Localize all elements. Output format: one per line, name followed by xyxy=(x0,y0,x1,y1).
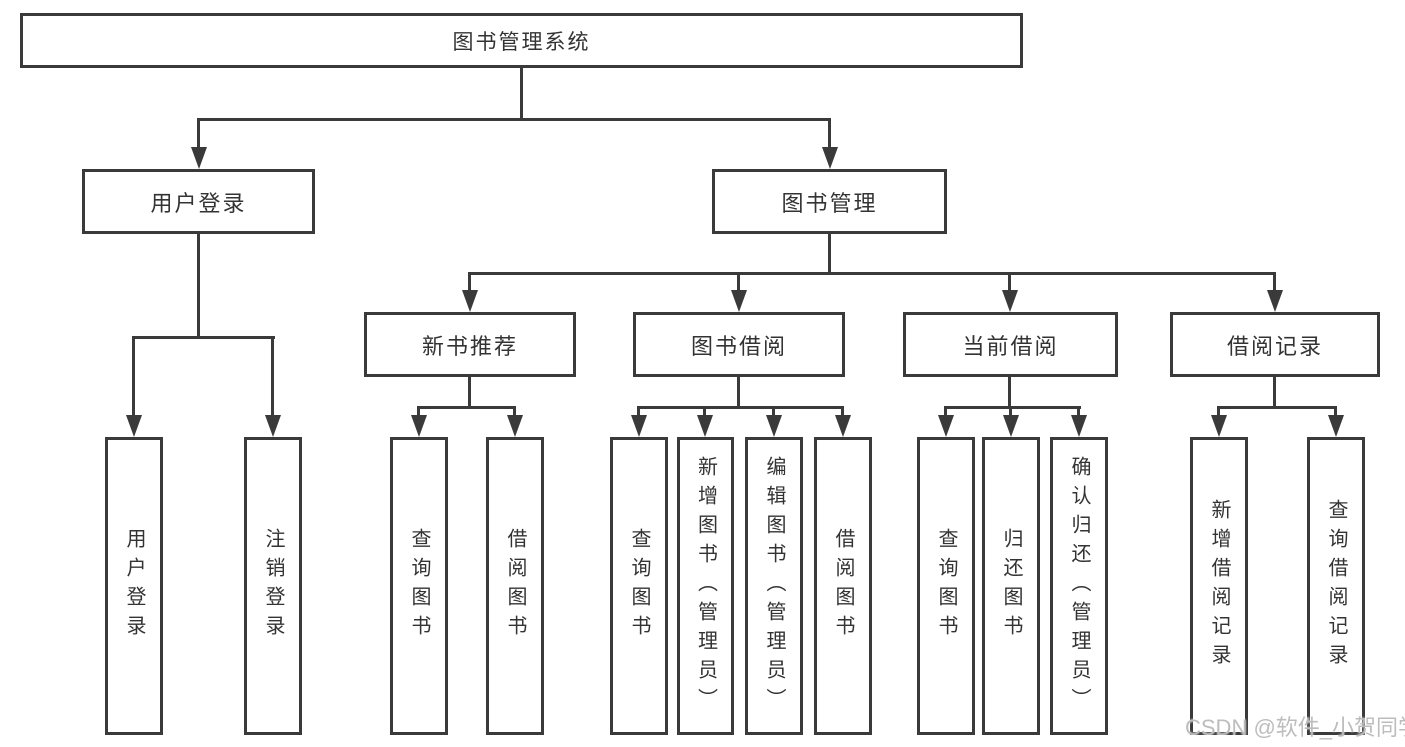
connector-arrow xyxy=(772,406,775,415)
connector-line xyxy=(637,406,844,409)
connector-line xyxy=(417,406,515,409)
leaf-add-borrow-record: 新增借阅记录 xyxy=(1190,437,1248,735)
leaf-logout-label: 注销登录 xyxy=(262,528,284,644)
connector-line xyxy=(944,406,1081,409)
node-user-login: 用户登录 xyxy=(82,169,315,234)
connector-line xyxy=(737,377,740,406)
leaf-query-book-1-label: 查询图书 xyxy=(408,528,430,644)
node-user-login-label: 用户登录 xyxy=(150,190,247,216)
leaf-query-book-3-label: 查询图书 xyxy=(935,528,957,644)
leaf-borrow-book-1-label: 借阅图书 xyxy=(504,528,526,644)
leaf-confirm-return-admin-label: 确认归还（管理员） xyxy=(1068,455,1090,717)
leaf-add-borrow-record-label: 新增借阅记录 xyxy=(1208,499,1230,673)
node-library-system-label: 图书管理系统 xyxy=(452,30,591,54)
connector-arrow xyxy=(417,406,420,415)
leaf-query-book-3: 查询图书 xyxy=(917,437,975,735)
connector-arrow xyxy=(1217,406,1220,415)
leaf-return-book: 归还图书 xyxy=(982,437,1040,735)
connector-line xyxy=(828,234,831,272)
node-book-management: 图书管理 xyxy=(712,169,947,234)
leaf-logout: 注销登录 xyxy=(244,437,302,735)
connector-line xyxy=(197,118,831,121)
leaf-user-login-label: 用户登录 xyxy=(123,528,145,644)
connector-line xyxy=(520,68,523,118)
connector-arrow xyxy=(1009,406,1012,415)
leaf-borrow-book-2: 借阅图书 xyxy=(814,437,872,735)
leaf-user-login: 用户登录 xyxy=(105,437,163,735)
connector-line xyxy=(1273,377,1276,406)
node-book-management-label: 图书管理 xyxy=(781,190,878,216)
connector-arrow xyxy=(637,406,640,415)
leaf-borrow-book-2-label: 借阅图书 xyxy=(832,528,854,644)
connector-line xyxy=(1008,377,1011,406)
leaf-query-book-2-label: 查询图书 xyxy=(628,528,650,644)
node-current-borrow-label: 当前借阅 xyxy=(962,333,1059,359)
leaf-borrow-book-1: 借阅图书 xyxy=(486,437,544,735)
node-borrow-record-label: 借阅记录 xyxy=(1226,333,1323,359)
leaf-edit-book-admin-label: 编辑图书（管理员） xyxy=(763,455,785,717)
connector-arrow xyxy=(513,406,516,415)
leaf-query-borrow-record-label: 查询借阅记录 xyxy=(1325,499,1347,673)
connector-line xyxy=(468,377,471,406)
connector-line xyxy=(197,234,200,336)
node-book-borrow: 图书借阅 xyxy=(633,312,845,377)
watermark-text: CSDN @软件_小贺同学 xyxy=(1185,715,1405,740)
node-book-borrow-label: 图书借阅 xyxy=(690,333,787,359)
node-current-borrow: 当前借阅 xyxy=(903,312,1118,377)
connector-arrow xyxy=(1334,406,1337,415)
leaf-query-borrow-record: 查询借阅记录 xyxy=(1307,437,1365,735)
leaf-add-book-admin: 新增图书（管理员） xyxy=(677,437,734,735)
connector-arrow xyxy=(468,272,471,290)
leaf-return-book-label: 归还图书 xyxy=(1000,528,1022,644)
connector-line xyxy=(132,336,275,339)
leaf-edit-book-admin: 编辑图书（管理员） xyxy=(745,437,803,735)
connector-arrow xyxy=(132,336,135,415)
connector-line xyxy=(1217,406,1337,409)
leaf-add-book-admin-label: 新增图书（管理员） xyxy=(694,455,717,717)
connector-arrow xyxy=(271,336,274,415)
node-library-system: 图书管理系统 xyxy=(20,13,1023,68)
connector-arrow xyxy=(944,406,947,415)
connector-arrow xyxy=(703,406,706,415)
connector-arrow xyxy=(1077,406,1080,415)
leaf-confirm-return-admin: 确认归还（管理员） xyxy=(1050,437,1108,735)
connector-arrow xyxy=(828,118,831,147)
node-new-book-recommend-label: 新书推荐 xyxy=(421,333,518,359)
node-new-book-recommend: 新书推荐 xyxy=(364,312,576,377)
node-borrow-record: 借阅记录 xyxy=(1170,312,1380,377)
connector-arrow xyxy=(737,272,740,290)
connector-arrow xyxy=(1008,272,1011,290)
leaf-query-book-2: 查询图书 xyxy=(610,437,668,735)
connector-arrow xyxy=(1273,272,1276,290)
connector-arrow xyxy=(197,118,200,147)
connector-line xyxy=(468,272,1276,275)
connector-arrow xyxy=(841,406,844,415)
leaf-query-book-1: 查询图书 xyxy=(390,437,448,735)
